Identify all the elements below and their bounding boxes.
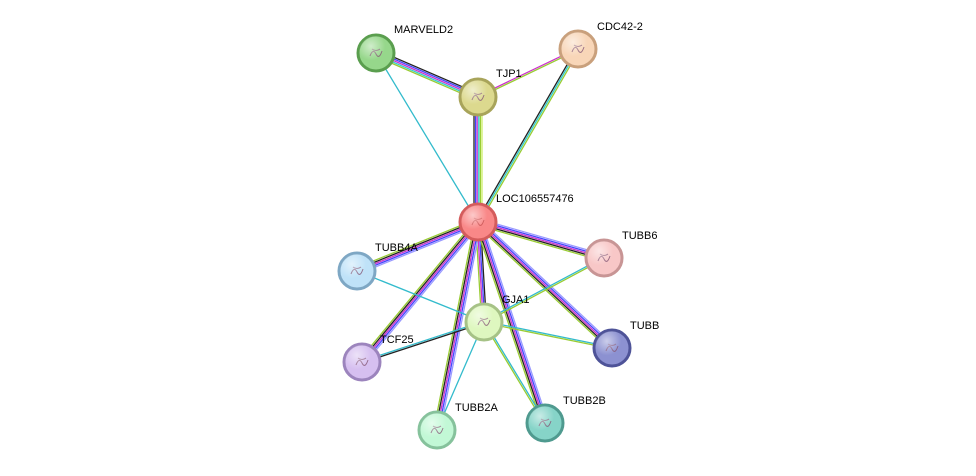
node-label: TCF25: [380, 334, 414, 346]
edge-strand: [358, 219, 477, 361]
edge-strand: [439, 221, 482, 432]
node-label: TUBB4A: [375, 242, 418, 254]
edge-GJA1-TUBB4A[interactable]: [356, 270, 485, 323]
node-tubb[interactable]: TUBB: [592, 320, 659, 368]
edge-strand: [360, 220, 478, 362]
node-marveld2[interactable]: MARVELD2: [356, 24, 453, 73]
edge-strand: [356, 222, 480, 274]
edge-strand: [363, 223, 482, 365]
edge-LOC106557476-CDC42-2[interactable]: [475, 47, 581, 224]
edge-strand: [362, 222, 480, 364]
node-tubb2a[interactable]: TUBB2A: [417, 402, 498, 450]
node-highlight: [528, 406, 562, 440]
node-tjp1[interactable]: TJP1: [458, 68, 522, 117]
edge-strand: [476, 222, 612, 350]
node-highlight: [595, 331, 629, 365]
edge-strand: [475, 221, 545, 425]
edge-strand: [361, 320, 485, 362]
edge-strand: [437, 221, 481, 431]
edge-strand: [482, 321, 545, 425]
node-highlight: [461, 80, 495, 114]
node-tubb4a[interactable]: TUBB4A: [337, 242, 418, 291]
edge-strand: [483, 320, 613, 348]
edge-LOC106557476-TUBB2A[interactable]: [433, 220, 482, 432]
edge-LOC106557476-TUBB2B[interactable]: [474, 220, 549, 425]
edge-strand: [436, 221, 479, 431]
node-tubb2b[interactable]: TUBB2B: [525, 395, 606, 443]
edge-GJA1-TUBB2A[interactable]: [436, 321, 485, 431]
node-highlight: [561, 32, 595, 66]
edge-LOC106557476-TCF25[interactable]: [358, 219, 482, 365]
node-gja1[interactable]: GJA1: [464, 294, 530, 342]
node-highlight: [587, 241, 621, 275]
node-label: TUBB6: [622, 230, 657, 242]
edge-strand: [355, 219, 479, 271]
edge-strand: [433, 220, 476, 431]
edge-strand: [477, 219, 606, 258]
edge-strand: [478, 49, 581, 224]
node-highlight: [467, 305, 501, 339]
edge-strand: [434, 221, 478, 431]
edge-strand: [375, 52, 479, 223]
edge-strand: [477, 48, 579, 223]
edge-strand: [476, 224, 604, 262]
edge-strand: [356, 270, 485, 323]
edge-strand: [361, 221, 479, 363]
node-label: TUBB2B: [563, 395, 606, 407]
edge-strand: [355, 218, 478, 269]
edge-strand: [480, 220, 549, 423]
node-highlight: [340, 254, 374, 288]
node-highlight: [461, 205, 495, 239]
node-tcf25[interactable]: TCF25: [342, 334, 414, 382]
node-label: GJA1: [502, 294, 530, 306]
node-cdc42-2[interactable]: CDC42-2: [558, 21, 643, 69]
edge-strand: [357, 224, 480, 275]
edge-strand: [474, 222, 543, 425]
edge-strand: [477, 221, 613, 349]
node-label: TJP1: [496, 68, 522, 80]
edge-strand: [483, 258, 606, 324]
node-highlight: [359, 36, 393, 70]
node-label: TUBB: [630, 320, 659, 332]
edge-GJA1-TUBB6[interactable]: [482, 256, 606, 324]
edge-GJA1-TCF25[interactable]: [361, 320, 485, 364]
edge-strand: [483, 322, 613, 350]
node-label: CDC42-2: [597, 21, 643, 33]
edge-strand: [478, 220, 548, 424]
edge-GJA1-TUBB[interactable]: [483, 320, 613, 350]
edge-strand: [478, 220, 614, 348]
node-label: MARVELD2: [394, 24, 453, 36]
edge-strand: [356, 221, 479, 272]
edge-strand: [478, 218, 606, 256]
edge-strand: [477, 221, 546, 424]
edge-strand: [484, 320, 547, 424]
node-highlight: [345, 345, 379, 379]
edge-strand: [475, 47, 578, 222]
edge-LOC106557476-TUBB[interactable]: [475, 219, 615, 351]
node-highlight: [420, 413, 454, 447]
edge-LOC106557476-TUBB4A[interactable]: [355, 218, 480, 275]
edge-strand: [436, 321, 485, 431]
edge-strand: [475, 223, 611, 351]
edge-strand: [479, 219, 615, 347]
edge-strand: [482, 256, 605, 322]
node-tubb6[interactable]: TUBB6: [584, 230, 657, 278]
node-label: TUBB2A: [455, 402, 498, 414]
node-label: LOC106557476: [496, 193, 574, 205]
edge-strand: [477, 221, 605, 259]
edge-LOC106557476-MARVELD2[interactable]: [375, 52, 479, 223]
node-loc106557476[interactable]: LOC106557476: [458, 193, 574, 242]
edge-strand: [476, 222, 605, 261]
edge-GJA1-TUBB2B[interactable]: [482, 320, 547, 425]
edge-LOC106557476-TJP1[interactable]: [473, 96, 483, 223]
edge-strand: [361, 322, 485, 364]
edge-LOC106557476-TUBB6[interactable]: [476, 218, 606, 262]
